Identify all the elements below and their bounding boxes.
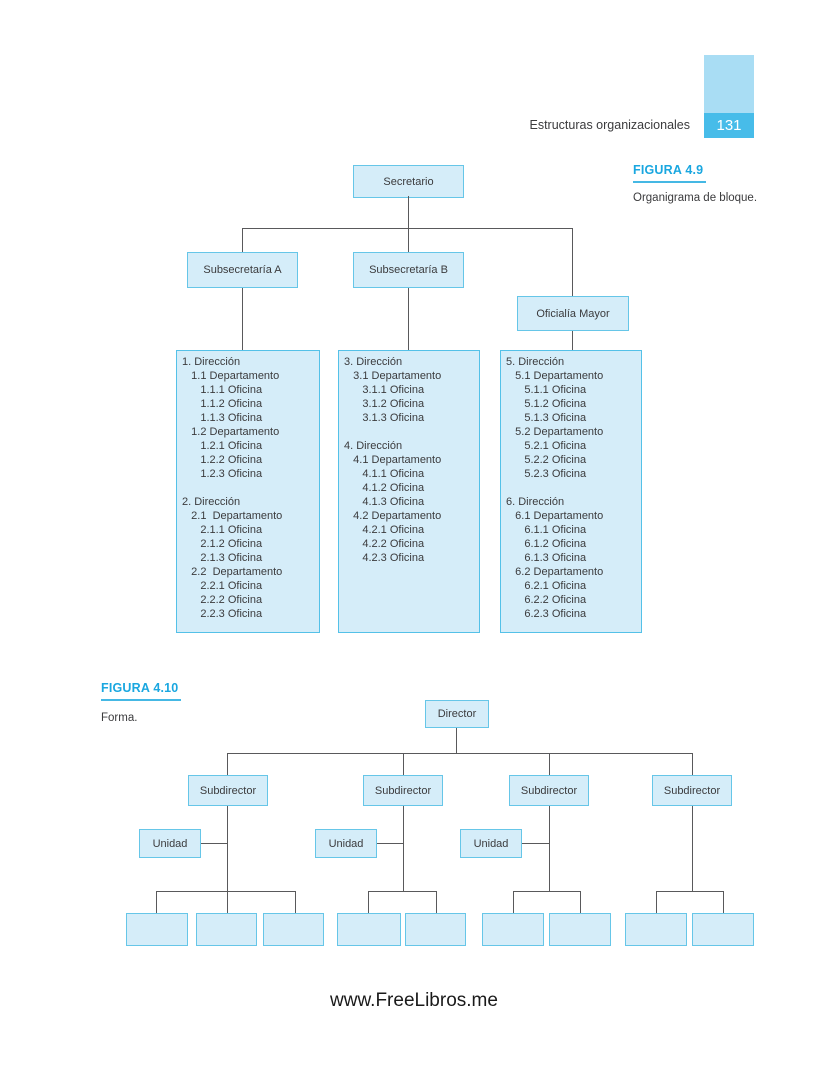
figure-4-9-underline — [633, 181, 706, 183]
figure-4-9-caption: Organigrama de bloque. — [633, 192, 758, 204]
connector-line — [156, 891, 295, 892]
org-box-unidad-2: Unidad — [315, 829, 377, 858]
org-box-leaf-empty — [405, 913, 466, 946]
footer-watermark: www.FreeLibros.me — [330, 990, 498, 1011]
org-box-unidad-3: Unidad — [460, 829, 522, 858]
connector-line — [513, 891, 580, 892]
figure-4-10-caption: Forma. — [101, 712, 138, 724]
org-box-leaf-empty — [692, 913, 754, 946]
org-box-subsecretaria-b: Subsecretaría B — [353, 252, 464, 288]
org-box-oficialia-mayor: Oficialía Mayor — [517, 296, 629, 331]
connector-line — [572, 331, 573, 350]
connector-line — [656, 891, 657, 913]
connector-line — [295, 891, 296, 913]
connector-line — [156, 891, 157, 913]
connector-line — [408, 288, 409, 350]
figure-4-10-underline — [101, 699, 181, 701]
connector-line — [692, 753, 693, 775]
connector-line — [377, 843, 403, 844]
connector-line — [513, 891, 514, 913]
connector-line — [549, 753, 550, 775]
connector-line — [242, 288, 243, 350]
connector-line — [368, 891, 436, 892]
org-box-leaf-empty — [337, 913, 401, 946]
org-box-secretario: Secretario — [353, 165, 464, 198]
connector-line — [580, 891, 581, 913]
org-box-subdirector-3: Subdirector — [509, 775, 589, 806]
connector-line — [549, 806, 550, 891]
connector-line — [227, 806, 228, 913]
org-box-leaf-empty — [263, 913, 324, 946]
connector-line — [368, 891, 369, 913]
connector-line — [227, 753, 692, 754]
connector-line — [656, 891, 723, 892]
figure-4-10-label: FIGURA 4.10 — [101, 681, 179, 695]
org-list-block-2: 3. Dirección 3.1 Departamento 3.1.1 Ofic… — [338, 350, 480, 633]
org-list-block-3: 5. Dirección 5.1 Departamento 5.1.1 Ofic… — [500, 350, 642, 633]
connector-line — [692, 806, 693, 891]
connector-line — [242, 228, 243, 252]
connector-line — [403, 806, 404, 891]
org-box-subdirector-1: Subdirector — [188, 775, 268, 806]
connector-line — [436, 891, 437, 913]
org-list-block-1: 1. Dirección 1.1 Departamento 1.1.1 Ofic… — [176, 350, 320, 633]
org-box-leaf-empty — [196, 913, 257, 946]
org-box-unidad-1: Unidad — [139, 829, 201, 858]
connector-line — [408, 196, 409, 228]
org-box-leaf-empty — [482, 913, 544, 946]
figure-4-9-label: FIGURA 4.9 — [633, 163, 704, 177]
connector-line — [242, 228, 573, 229]
connector-line — [408, 228, 409, 252]
connector-line — [723, 891, 724, 913]
page-number-badge: 131 — [704, 113, 754, 138]
connector-line — [201, 843, 227, 844]
connector-line — [456, 728, 457, 753]
page-header-title: Estructuras organizacionales — [529, 118, 691, 132]
org-box-director: Director — [425, 700, 489, 728]
org-box-subsecretaria-a: Subsecretaría A — [187, 252, 298, 288]
org-box-leaf-empty — [549, 913, 611, 946]
connector-line — [403, 753, 404, 775]
page-number-tab-top — [704, 55, 754, 113]
connector-line — [227, 753, 228, 775]
org-box-subdirector-4: Subdirector — [652, 775, 732, 806]
connector-line — [522, 843, 549, 844]
org-box-leaf-empty — [126, 913, 188, 946]
org-box-leaf-empty — [625, 913, 687, 946]
org-box-subdirector-2: Subdirector — [363, 775, 443, 806]
connector-line — [572, 228, 573, 296]
